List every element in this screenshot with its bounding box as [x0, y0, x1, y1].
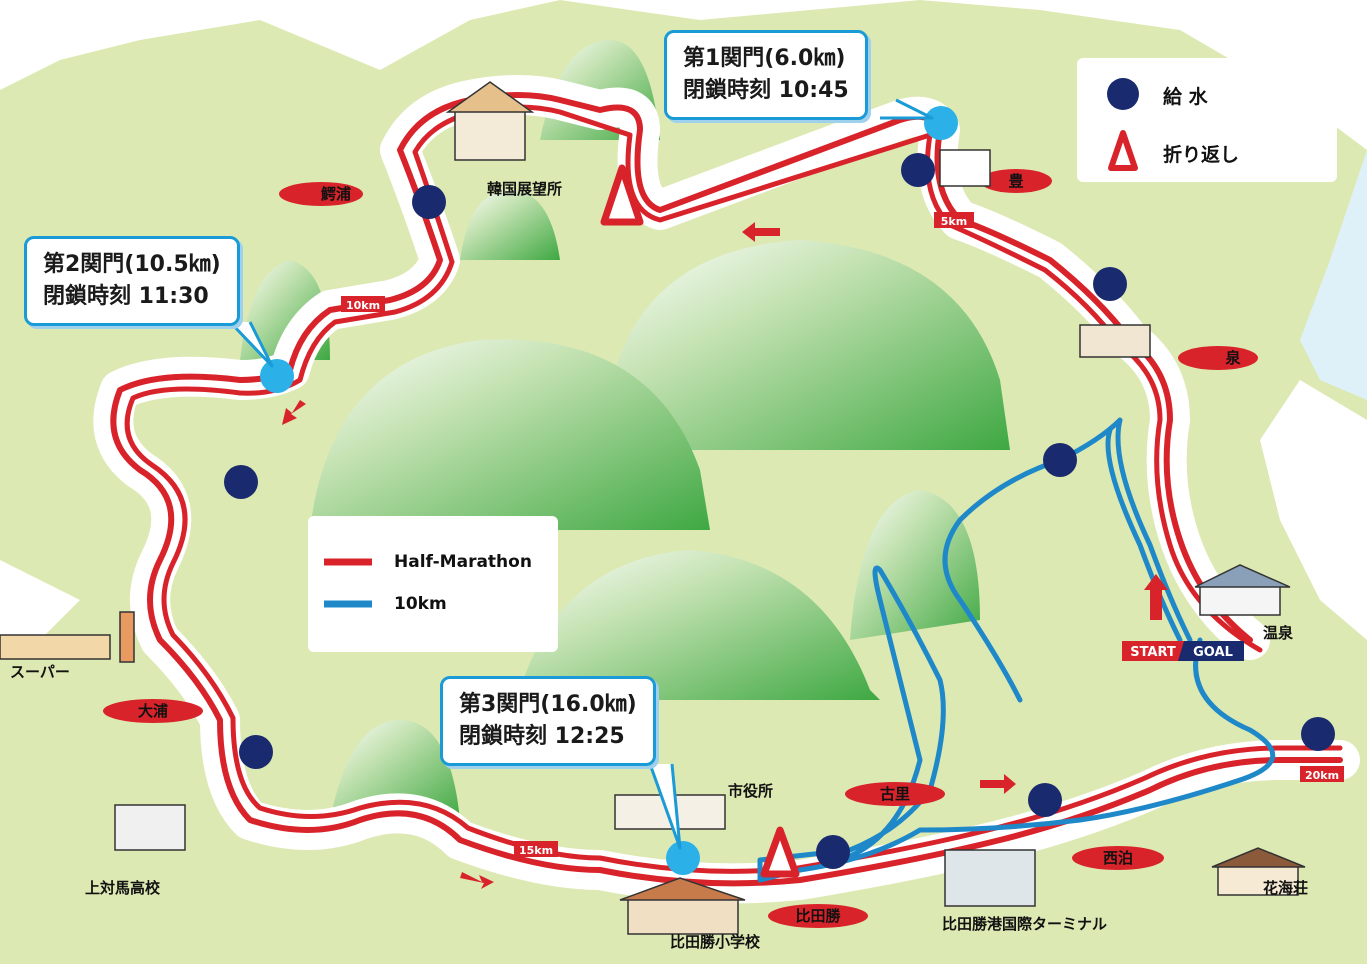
half-marathon-line — [110, 92, 1343, 887]
gate-closing-time: 閉鎖時刻 10:45 — [683, 78, 849, 103]
water-station-icon — [901, 153, 935, 187]
white-area — [0, 560, 80, 640]
start-label: START — [1130, 645, 1176, 660]
place-label: 泉 — [1224, 349, 1241, 367]
gate-marker — [924, 106, 958, 140]
10km-legend-label: 10km — [394, 594, 447, 614]
place-label: 比田勝 — [795, 907, 841, 925]
km-marker: 20km — [1305, 769, 1339, 782]
buildings — [0, 81, 1306, 935]
landmark-label: 温泉 — [1263, 624, 1294, 642]
gate-closing-time: 閉鎖時刻 11:30 — [43, 284, 209, 309]
water-station-icon — [1028, 783, 1062, 817]
direction-arrows — [282, 222, 1168, 889]
building-icon — [944, 849, 1036, 907]
tower-icon — [119, 611, 135, 663]
water-station-icon — [412, 185, 446, 219]
gate-closing-time: 閉鎖時刻 12:25 — [459, 724, 625, 749]
building-icon — [114, 804, 186, 851]
gate-2-callout: 第2関門(10.5㎞) 閉鎖時刻 11:30 — [24, 236, 240, 326]
water-station-icon — [1093, 267, 1127, 301]
gate-title: 第3関門(16.0㎞) — [459, 692, 637, 717]
gate-markers — [260, 106, 958, 875]
gate-marker — [666, 841, 700, 875]
arrow-right-2 — [980, 774, 1016, 794]
place-label: 大浦 — [138, 702, 168, 720]
start-goal-banner: START GOAL — [1122, 641, 1244, 661]
goal-label: GOAL — [1193, 645, 1233, 660]
km-marker: 5km — [941, 215, 967, 228]
water-station-icon — [239, 735, 273, 769]
place-label: 鰐浦 — [320, 185, 351, 203]
sea — [1300, 150, 1367, 400]
arrow-left — [742, 222, 780, 242]
place-label: 古里 — [880, 785, 910, 803]
gate-marker — [260, 359, 294, 393]
gate-1-callout: 第1関門(6.0㎞) 閉鎖時刻 10:45 — [664, 30, 868, 120]
km-marker: 10km — [346, 299, 380, 312]
symbol-legend: 給 水 折り返し — [1077, 58, 1337, 182]
water-station-icon — [224, 465, 258, 499]
route-legend: Half-Marathon 10km — [308, 516, 558, 652]
km-marker: 15km — [519, 844, 553, 857]
place-label: 豊 — [1008, 172, 1023, 190]
water-stations — [224, 153, 1335, 869]
landmark-label: 上対馬高校 — [85, 879, 161, 897]
gate-3-callout: 第3関門(16.0㎞) 閉鎖時刻 12:25 — [440, 676, 656, 766]
landmark-label: 韓国展望所 — [487, 180, 562, 198]
building-icon — [1079, 324, 1151, 358]
arrow-up — [1144, 574, 1168, 620]
building-icon — [0, 634, 111, 660]
gate-title: 第2関門(10.5㎞) — [43, 252, 221, 277]
turnaround-icon — [1108, 130, 1138, 171]
building-icon — [627, 897, 739, 935]
water-station-icon — [816, 835, 850, 869]
water-station-icon — [1301, 717, 1335, 751]
half-marathon-legend-label: Half-Marathon — [394, 552, 532, 572]
arrow-down-left — [282, 400, 306, 425]
arrow-right-1 — [460, 872, 494, 889]
water-station-icon — [1043, 443, 1077, 477]
building-icon — [454, 109, 526, 161]
water-station-icon — [1107, 78, 1139, 110]
turnaround-legend-label: 折り返し — [1163, 144, 1240, 166]
building-icon — [939, 149, 991, 187]
turnaround-cones — [600, 164, 800, 878]
landmark-label: スーパー — [10, 663, 70, 681]
landmark-label: 市役所 — [728, 782, 773, 800]
place-label: 西泊 — [1103, 849, 1133, 867]
building-icon — [1199, 584, 1281, 616]
landmark-label: 比田勝小学校 — [670, 933, 761, 951]
gate-title: 第1関門(6.0㎞) — [683, 46, 846, 71]
callout-pointers — [228, 98, 934, 850]
10km-line — [757, 565, 1275, 883]
place-ovals — [103, 169, 1258, 928]
water-legend-label: 給 水 — [1163, 86, 1208, 108]
km-markers: 5km 10km 15km 20km — [341, 212, 1344, 857]
landmark-label: 比田勝港国際ターミナル — [942, 915, 1107, 933]
landmark-label: 花海荘 — [1263, 879, 1308, 897]
